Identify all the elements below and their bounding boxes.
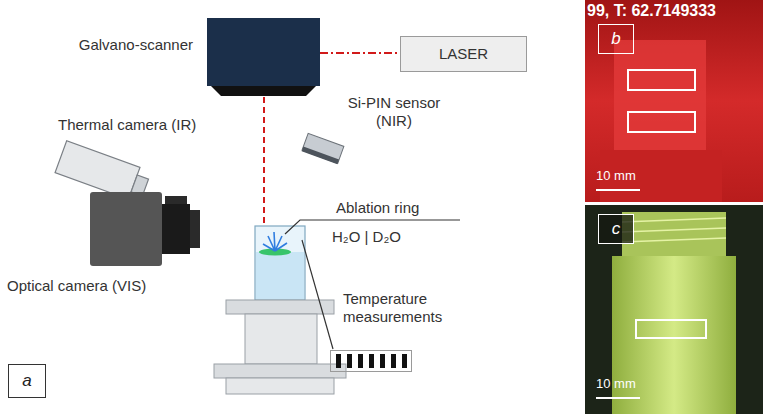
thermal-image (585, 0, 763, 202)
panel-letter: c (598, 214, 634, 244)
laser-box: LASER (400, 36, 527, 72)
thermocouple-array: Temperature measurements (330, 350, 412, 372)
part-label: Galvano-scanner (79, 36, 193, 54)
panel-letter: b (598, 24, 634, 54)
si-pin-sensor (302, 133, 344, 164)
part-label: Temperature measurements (343, 290, 465, 326)
optical-image (585, 205, 763, 414)
ablation-ring-leader (285, 220, 460, 234)
panel-letter: a (8, 364, 46, 398)
liquid-label: H₂O | D₂O (332, 228, 401, 246)
box-label: a (9, 365, 45, 397)
laser-beam (263, 97, 265, 240)
thermocouple-bars (336, 354, 407, 368)
scale-label: 10 mm (596, 168, 636, 184)
vial (255, 226, 305, 300)
sample-stage (214, 300, 346, 394)
camera-label: Thermal camera (IR) (58, 116, 196, 134)
part-label: Ablation ring (336, 199, 419, 217)
beam-path (320, 52, 400, 54)
scale-label: 10 mm (596, 376, 636, 392)
box-label: b (599, 25, 633, 53)
camera-label: Optical camera (VIS) (7, 277, 146, 295)
optical-camera (90, 192, 200, 266)
box-label: LASER (401, 37, 526, 71)
sensor-label: Si-PIN sensor (NIR) (342, 94, 446, 130)
scanner-box: Galvano-scanner (207, 18, 320, 86)
temperature-leader (302, 240, 333, 349)
scanner-base (211, 86, 316, 96)
readout-text: 99, T: 62.7149333 (587, 1, 716, 20)
box-label: c (599, 215, 633, 243)
